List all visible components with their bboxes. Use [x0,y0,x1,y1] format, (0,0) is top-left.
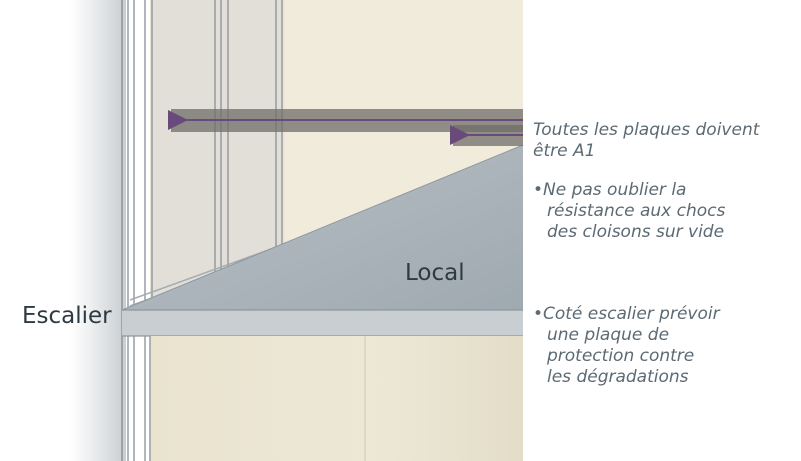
note-bullet-2-line-4: les dégradations [547,367,689,387]
note-bullet-2-line-1: •Coté escalier prévoir [533,304,720,325]
note-bullet-1-text-1: Ne pas oublier la [543,180,687,200]
note-bullet-2: •Coté escalier prévoir une plaque de pro… [533,304,720,388]
note-bullet-2-text-1: Coté escalier prévoir [543,304,720,324]
bullet-2-mark: • [533,304,544,324]
note-main-line-1: Toutes les plaques doivent [533,120,760,140]
note-bullet-1-line-2: résistance aux chocs [547,201,726,221]
partition-panel [152,0,282,300]
note-main-line-2: être A1 [533,141,596,161]
floor-edge [121,144,524,311]
note-main: Toutes les plaques doivent être A1 [533,120,759,162]
label-room: Local [405,260,465,286]
note-bullet-1-line-3: des cloisons sur vide [547,222,725,242]
note-bullet-1-line-1: •Ne pas oublier la [533,180,725,201]
note-bullet-2-line-3: protection contre [547,346,695,366]
lower-wall [150,336,523,461]
note-bullet-2-line-2: une plaque de [547,325,670,345]
lower-studs [127,336,151,461]
note-bullet-1: •Ne pas oublier la résistance aux chocs … [533,180,725,243]
stair-wall [70,0,126,461]
floor-slab-front [122,310,523,336]
bullet-1-mark: • [533,180,544,200]
label-stair: Escalier [22,303,112,329]
